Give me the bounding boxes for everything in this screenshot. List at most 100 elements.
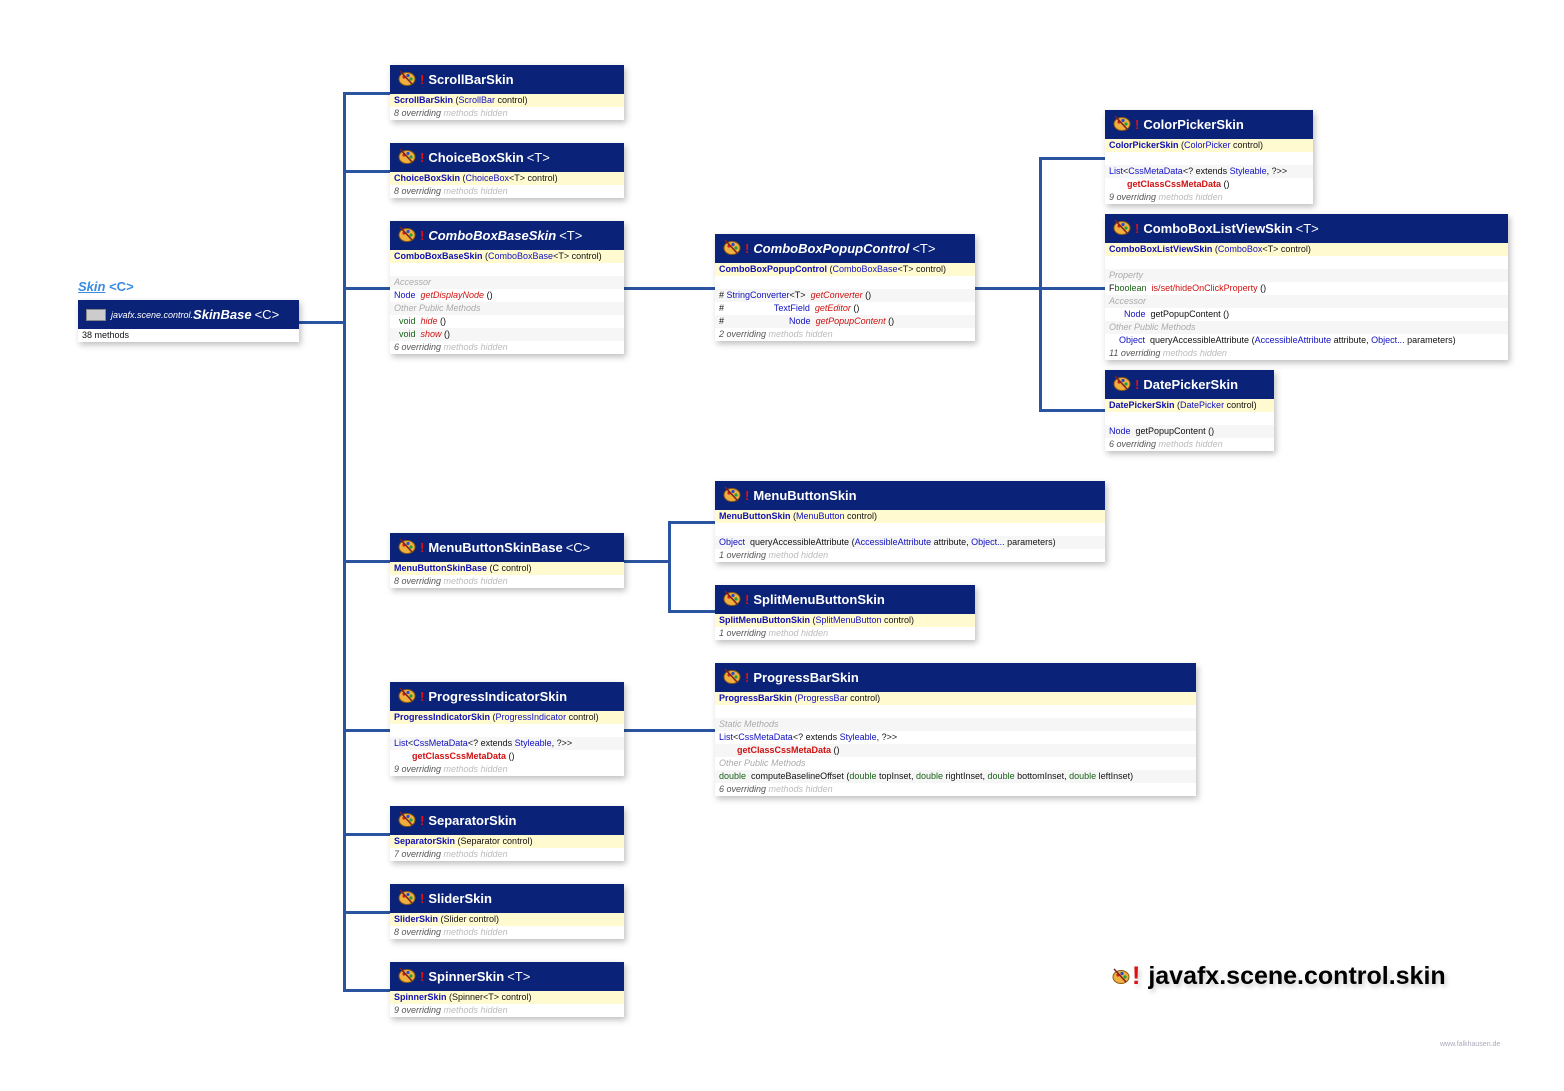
connector-line — [624, 287, 715, 290]
member-row: Fboolean is/set/hideOnClickProperty () — [1105, 282, 1508, 295]
overriding-hidden-label: methods hidden — [766, 784, 833, 794]
constructor-name[interactable]: ProgressIndicatorSkin — [394, 712, 491, 722]
member-text: getPopupContent () — [1145, 309, 1230, 319]
palette-icon — [398, 811, 416, 830]
constructor-name[interactable]: ComboBoxPopupControl — [719, 264, 827, 274]
class-box-popup[interactable]: !ComboBoxPopupControl<T>ComboBoxPopupCon… — [715, 234, 975, 341]
class-box-choicebox[interactable]: !ChoiceBoxSkin<T>ChoiceBoxSkin (ChoiceBo… — [390, 143, 624, 198]
constructor-param[interactable]: MenuButton — [796, 511, 845, 521]
type-link[interactable]: Styleable — [514, 738, 552, 748]
bang-mark: ! — [420, 150, 425, 165]
class-box-comboboxbase[interactable]: !ComboBoxBaseSkin<T>ComboBoxBaseSkin (Co… — [390, 221, 624, 354]
constructor-row: SeparatorSkin (Separator control) — [390, 835, 624, 848]
type-link[interactable]: Object... — [1371, 335, 1405, 345]
overriding-footer: 9 overriding methods hidden — [1105, 191, 1313, 204]
type-link[interactable]: Node — [394, 290, 416, 300]
constructor-name[interactable]: ProgressBarSkin — [719, 693, 793, 703]
constructor-name[interactable]: ScrollBarSkin — [394, 95, 454, 105]
section-label: Accessor — [1105, 295, 1508, 308]
constructor-param[interactable]: ChoiceBox — [465, 173, 510, 183]
type-link[interactable]: CssMetaData — [1128, 166, 1183, 176]
overriding-hidden-label: methods hidden — [441, 108, 508, 118]
member-list: ProgressBarSkin (ProgressBar control)Sta… — [715, 692, 1196, 796]
spacer-row — [1105, 152, 1313, 165]
constructor-param[interactable]: ColorPicker — [1184, 140, 1231, 150]
member-text: () — [437, 316, 447, 326]
constructor-name[interactable]: ColorPickerSkin — [1109, 140, 1179, 150]
constructor-param[interactable]: ComboBoxBase — [832, 264, 898, 274]
constructor-param[interactable]: SplitMenuButton — [815, 615, 882, 625]
overriding-count: 6 overriding — [394, 342, 442, 352]
constructor-name[interactable]: DatePickerSkin — [1109, 400, 1175, 410]
overriding-hidden-label: methods hidden — [441, 576, 508, 586]
constructor-row: SliderSkin (Slider control) — [390, 913, 624, 926]
type-link[interactable]: List — [719, 732, 734, 742]
constructor-param: ( — [453, 95, 459, 105]
constructor-param[interactable]: ProgressIndicator — [495, 712, 567, 722]
type-link[interactable]: Node — [1109, 426, 1131, 436]
constructor-param: control) — [1230, 140, 1264, 150]
type-link[interactable]: Node — [1109, 309, 1146, 319]
member-list: SpinnerSkin (Spinner<T> control)9 overri… — [390, 991, 624, 1017]
constructor-param[interactable]: ComboBoxBase — [488, 251, 554, 261]
class-box-skinbase[interactable]: javafx.scene.control. SkinBase <C> 38 me… — [78, 300, 299, 342]
class-header: javafx.scene.control. SkinBase <C> — [78, 300, 299, 329]
constructor-param[interactable]: ScrollBar — [458, 95, 496, 105]
type-link[interactable]: AccessibleAttribute — [854, 537, 932, 547]
constructor-name[interactable]: MenuButtonSkinBase — [394, 563, 488, 573]
constructor-param[interactable]: ComboBox — [1217, 244, 1263, 254]
constructor-name[interactable]: ComboBoxListViewSkin — [1109, 244, 1213, 254]
type-link[interactable]: Object... — [971, 537, 1005, 547]
type-link[interactable]: Object — [1109, 335, 1146, 345]
member-text: is/set/hideOnClickProperty — [1151, 283, 1258, 293]
connector-line — [343, 287, 390, 290]
class-box-menubuttonbase[interactable]: !MenuButtonSkinBase<C>MenuButtonSkinBase… — [390, 533, 624, 588]
class-box-spinner[interactable]: !SpinnerSkin<T>SpinnerSkin (Spinner<T> c… — [390, 962, 624, 1017]
member-text: parameters) — [1404, 335, 1456, 345]
package-name: javafx.scene.control.skin — [1148, 962, 1446, 990]
class-name: ProgressBarSkin — [753, 670, 859, 685]
constructor-name[interactable]: SpinnerSkin — [394, 992, 447, 1002]
type-link[interactable]: AccessibleAttribute — [1254, 335, 1332, 345]
palette-icon — [723, 590, 741, 609]
type-link[interactable]: List — [394, 738, 409, 748]
constructor-name[interactable]: ComboBoxBaseSkin — [394, 251, 483, 261]
constructor-param[interactable]: ProgressBar — [797, 693, 848, 703]
member-text: getEditor — [814, 303, 851, 313]
class-name: ComboBoxPopupControl — [753, 241, 910, 256]
constructor-name[interactable]: SplitMenuButtonSkin — [719, 615, 810, 625]
type-link[interactable]: CssMetaData — [413, 738, 468, 748]
type-link[interactable]: Node — [789, 316, 811, 326]
type-link[interactable]: List — [1109, 166, 1124, 176]
constructor-name[interactable]: ChoiceBoxSkin — [394, 173, 461, 183]
overriding-hidden-label: methods hidden — [1156, 439, 1223, 449]
constructor-param: <T> control) — [509, 173, 558, 183]
constructor-param: ( — [810, 615, 816, 625]
overriding-hidden-label: methods hidden — [441, 849, 508, 859]
type-link[interactable]: Object — [719, 537, 746, 547]
constructor-name[interactable]: MenuButtonSkin — [719, 511, 791, 521]
constructor-name[interactable]: SeparatorSkin — [394, 836, 456, 846]
member-row: double computeBaselineOffset (double top… — [715, 770, 1196, 783]
constructor-param[interactable]: DatePicker — [1180, 400, 1225, 410]
class-box-listview[interactable]: !ComboBoxListViewSkin<T>ComboBoxListView… — [1105, 214, 1508, 360]
type-link[interactable]: StringConverter — [726, 290, 790, 300]
type-link[interactable]: Styleable — [1229, 166, 1267, 176]
constructor-name[interactable]: SliderSkin — [394, 914, 439, 924]
class-icon — [86, 308, 106, 321]
type-link[interactable]: CssMetaData — [738, 732, 793, 742]
type-link[interactable]: TextField — [773, 303, 810, 313]
skin-link[interactable]: Skin — [78, 279, 106, 294]
overriding-count: 9 overriding — [394, 764, 442, 774]
bang-mark: ! — [420, 228, 425, 243]
type-link[interactable]: Styleable — [839, 732, 877, 742]
